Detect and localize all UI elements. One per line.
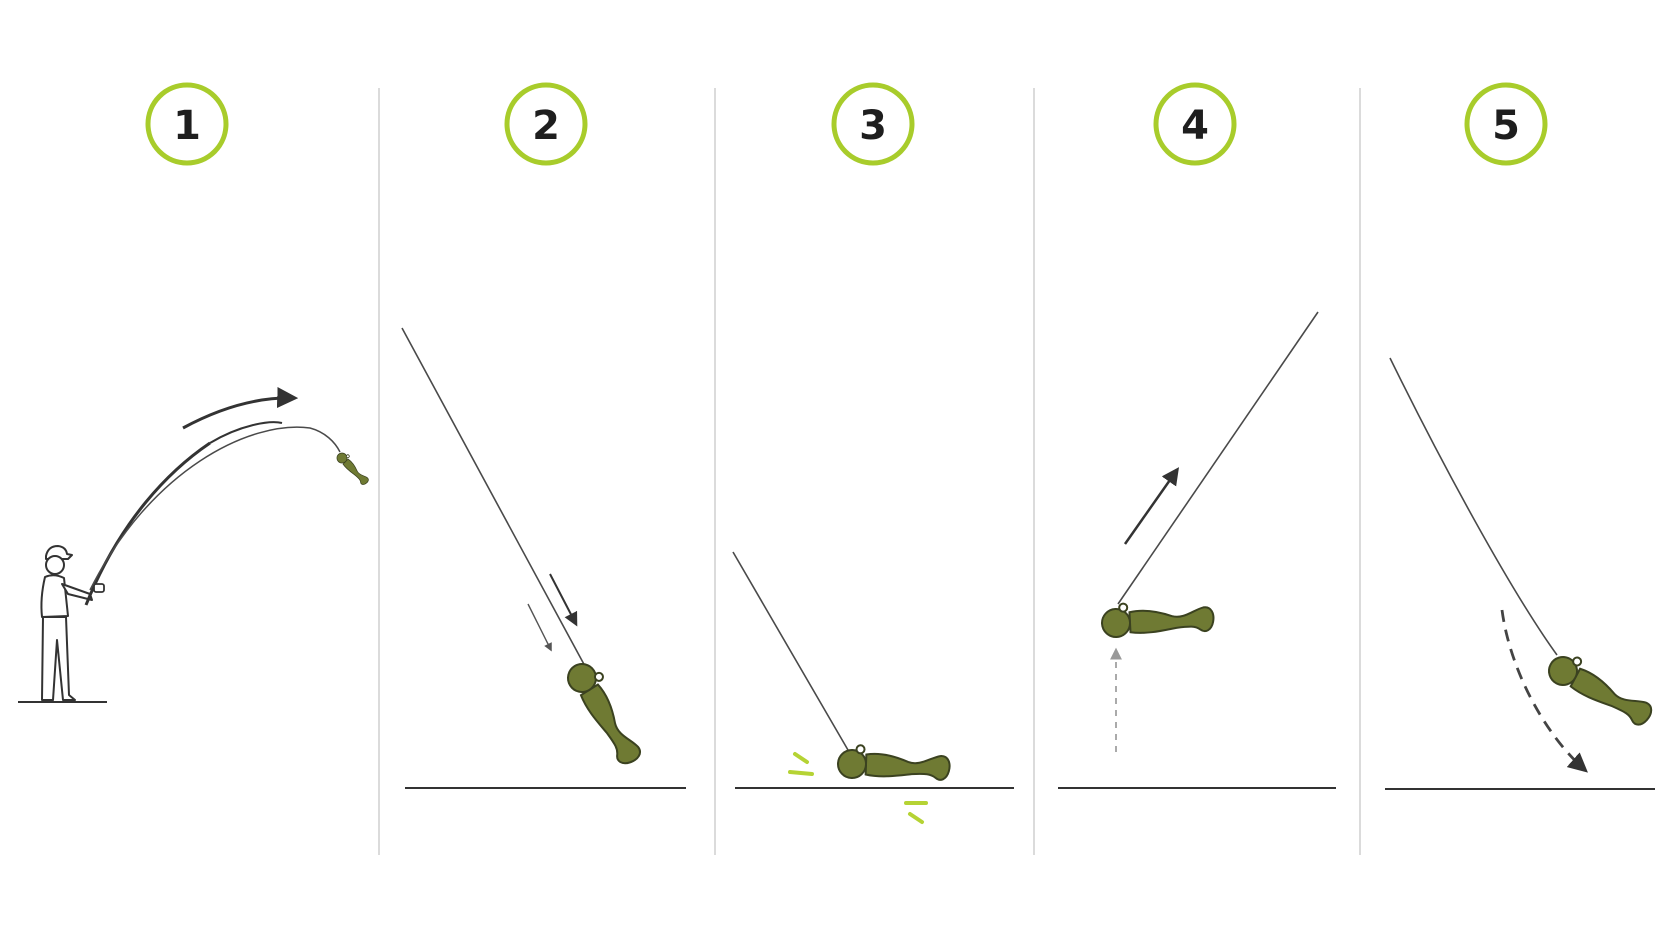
panel-3-bottom bbox=[732, 551, 1014, 824]
lure-icon-2 bbox=[561, 655, 651, 770]
fishing-line-1 bbox=[89, 426, 341, 591]
reel-icon bbox=[93, 583, 105, 593]
step-number-5: 5 bbox=[1492, 103, 1520, 149]
lure-icon-5 bbox=[1543, 646, 1660, 731]
step-badge-4: 4 bbox=[1153, 82, 1237, 166]
step-number-2: 2 bbox=[532, 103, 560, 149]
sink-arrow-thin-icon bbox=[527, 603, 552, 652]
panel-dividers bbox=[378, 88, 1361, 855]
fishing-line-4 bbox=[1117, 311, 1319, 605]
panel-1-cast bbox=[18, 387, 373, 703]
sink-arrow-icon bbox=[549, 573, 578, 627]
impact-marks-icon bbox=[788, 752, 928, 824]
step-number-3: 3 bbox=[859, 103, 887, 149]
lure-icon-3 bbox=[836, 743, 952, 783]
panel-2-sink bbox=[401, 327, 686, 789]
fall-arrow-icon bbox=[1500, 609, 1588, 773]
step-number-1: 1 bbox=[173, 103, 201, 149]
panel-5-fall bbox=[1385, 357, 1660, 790]
step-badge-1: 1 bbox=[145, 82, 229, 166]
fishing-line-2 bbox=[401, 327, 587, 669]
fishing-line-5 bbox=[1389, 357, 1558, 656]
lift-arrow-icon bbox=[1123, 467, 1180, 545]
fishing-rod bbox=[84, 441, 211, 606]
angler-icon bbox=[40, 545, 93, 701]
step-badge-2: 2 bbox=[504, 82, 588, 166]
fishing-line-3 bbox=[732, 551, 849, 751]
step-badge-5: 5 bbox=[1464, 82, 1548, 166]
lure-icon-1 bbox=[334, 449, 373, 487]
cast-arrow-icon bbox=[182, 387, 299, 430]
step-badge-3: 3 bbox=[831, 82, 915, 166]
step-number-4: 4 bbox=[1181, 103, 1209, 149]
panel-4-lift bbox=[1058, 311, 1336, 789]
lure-icon-4 bbox=[1100, 597, 1216, 639]
